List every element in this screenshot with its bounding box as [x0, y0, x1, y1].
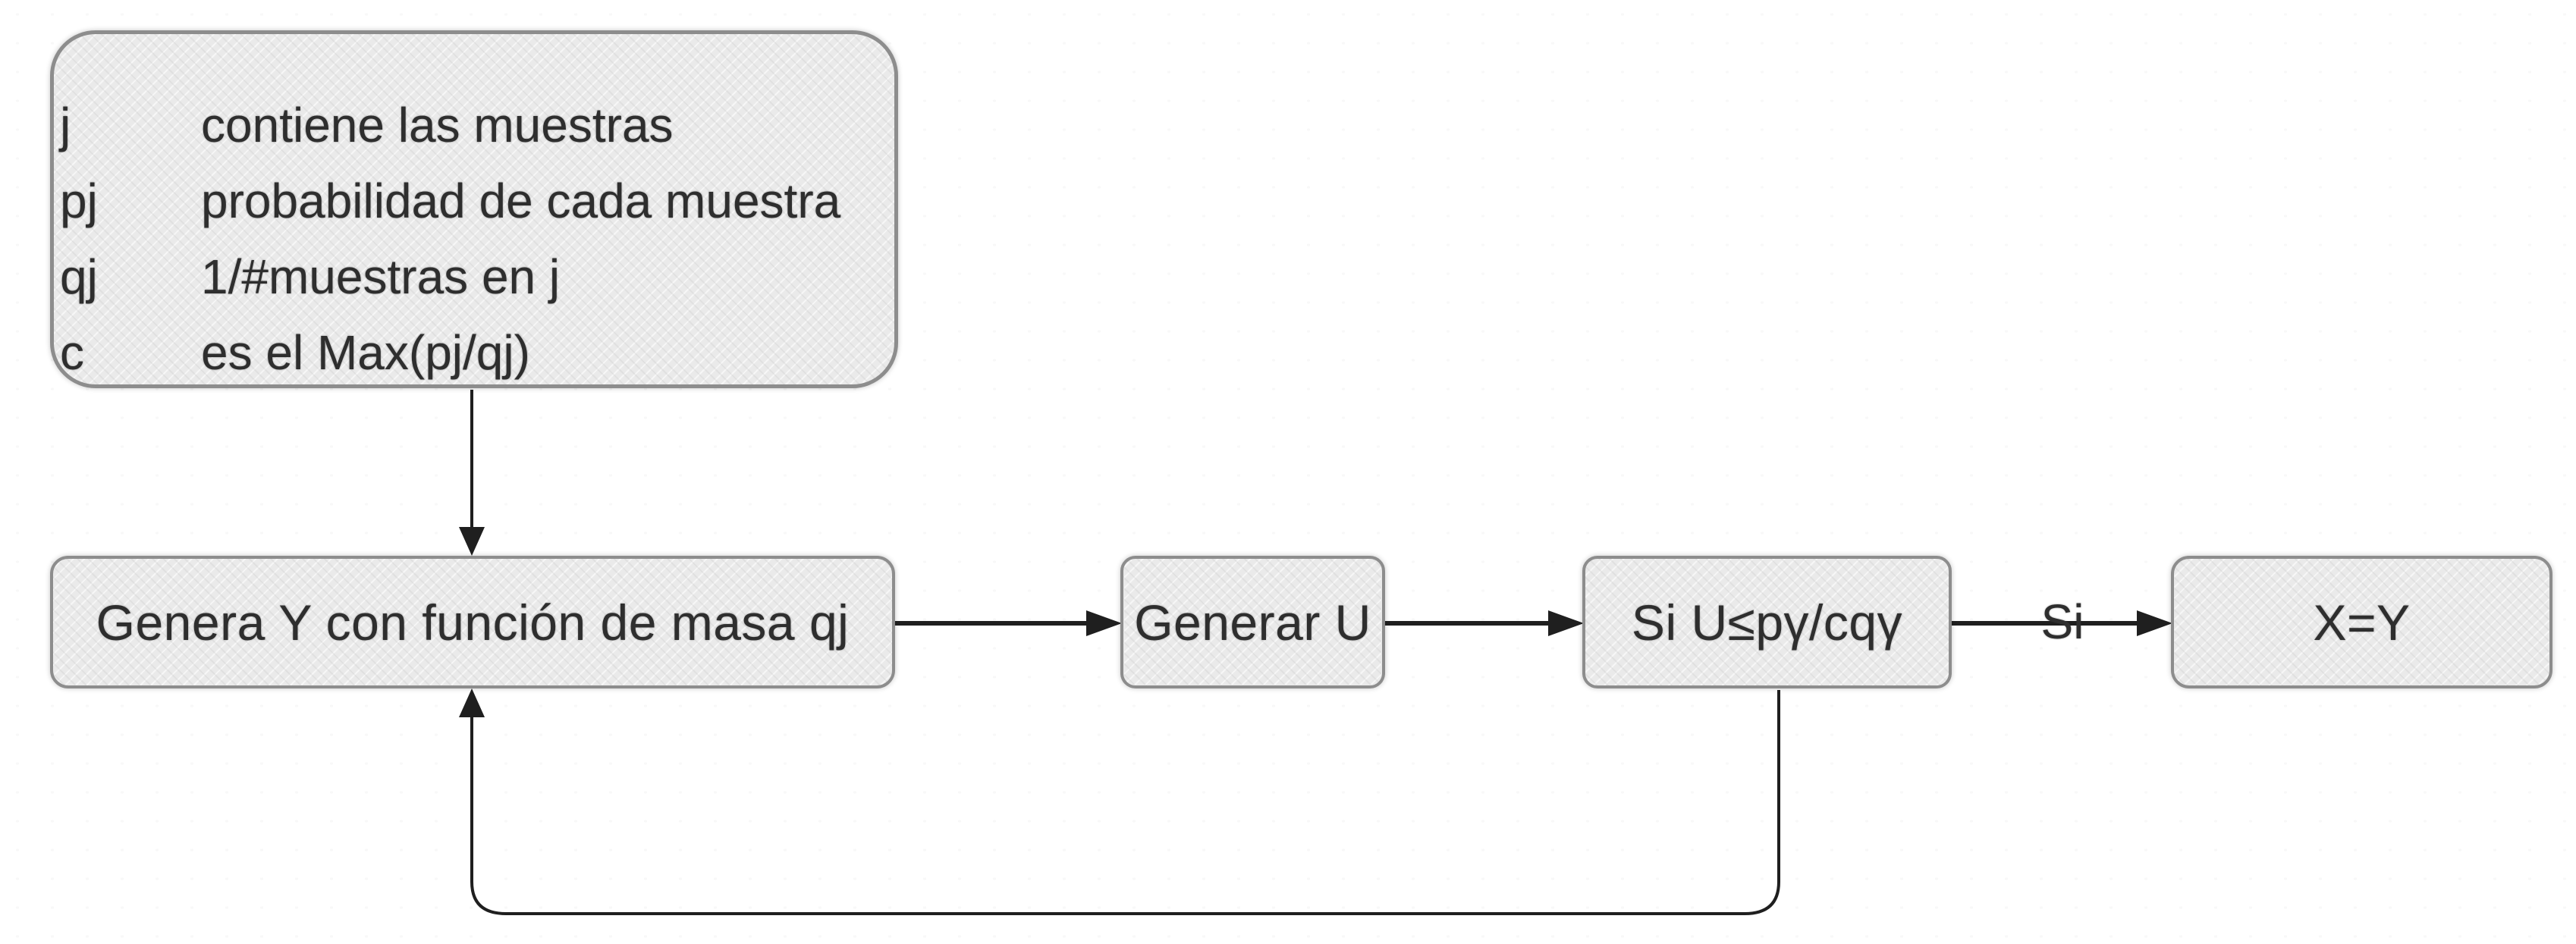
legend-row: pj probabilidad de cada muestra — [60, 163, 881, 239]
legend-symbol: j — [60, 98, 71, 152]
edge-loop-back — [470, 690, 1780, 915]
legend-row: qj 1/#muestras en j — [60, 239, 881, 315]
legend-symbol: pj — [60, 174, 98, 228]
legend-box: j contiene las muestras pj probabilidad … — [50, 30, 898, 388]
legend-description: 1/#muestras en j — [201, 249, 561, 304]
edge-label-si: Si — [2040, 594, 2084, 649]
node-generar-u: Generar U — [1120, 556, 1385, 688]
node-assign: X=Y — [2171, 556, 2552, 688]
legend-row: j contiene las muestras — [60, 87, 881, 163]
legend-description: es el Max(pj/qj) — [201, 325, 530, 380]
node-genera-y: Genera Y con función de masa qj — [50, 556, 895, 688]
node-condition: Si U≤pγ/cqγ — [1582, 556, 1952, 688]
legend-symbol: c — [60, 325, 84, 380]
arrow-right-icon — [1086, 610, 1122, 636]
node-label: Genera Y con función de masa qj — [96, 594, 850, 651]
node-label: X=Y — [2313, 594, 2411, 651]
arrow-up-icon — [459, 688, 485, 717]
arrow-down-icon — [459, 527, 485, 556]
legend-description: contiene las muestras — [201, 98, 674, 152]
arrow-right-icon — [2137, 610, 2172, 636]
node-label: Generar U — [1134, 594, 1371, 651]
node-label: Si U≤pγ/cqγ — [1631, 594, 1903, 651]
legend-symbol: qj — [60, 249, 98, 304]
legend-description: probabilidad de cada muestra — [201, 174, 841, 228]
legend-row: c es el Max(pj/qj) — [60, 315, 881, 390]
arrow-right-icon — [1548, 610, 1584, 636]
